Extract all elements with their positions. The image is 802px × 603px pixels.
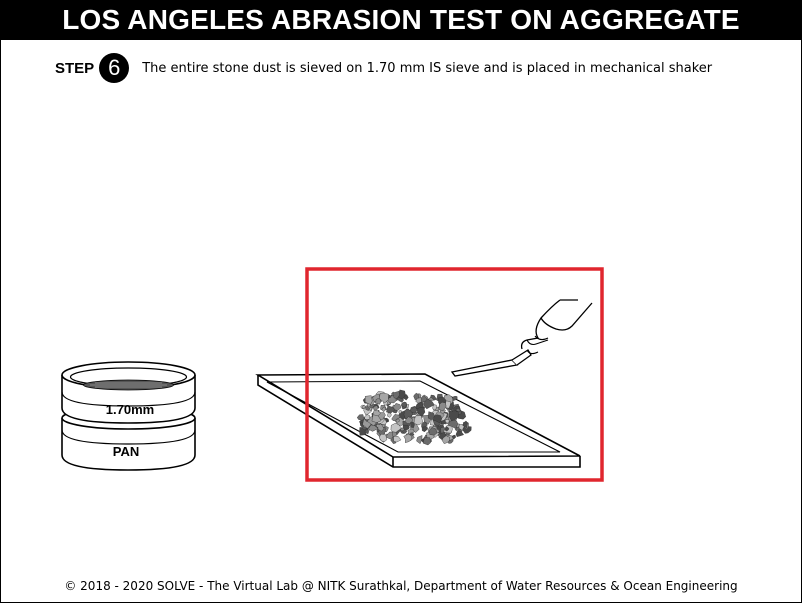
aggregate-particle (428, 427, 438, 436)
title-bar: LOS ANGELES ABRASION TEST ON AGGREGATE (0, 0, 802, 40)
aggregate-particle (386, 405, 396, 414)
aggregate-particle (409, 406, 417, 414)
aggregate-particle (448, 410, 459, 422)
aggregate-particle (364, 414, 371, 420)
aggregate-particle (444, 426, 450, 432)
highlight-box (305, 267, 604, 482)
aggregate-particle (410, 432, 415, 436)
sieve-1-70mm[interactable]: 1.70mm (61, 361, 196, 424)
aggregate-particle (392, 390, 400, 399)
aggregate-particle (441, 435, 451, 444)
trowel-with-hand[interactable] (450, 299, 593, 377)
aggregate-particle (462, 420, 468, 429)
aggregate-particle (381, 406, 386, 413)
aggregate-particle (432, 404, 437, 411)
aggregate-particle (395, 418, 401, 423)
step-instruction: The entire stone dust is sieved on 1.70 … (142, 60, 713, 76)
aggregate-particle (378, 392, 389, 404)
aggregate-particle (373, 405, 379, 411)
aggregate-particle (398, 410, 402, 415)
step-number-badge: 6 (99, 53, 130, 83)
aggregate-particle (403, 433, 412, 443)
pan-label: PAN (113, 444, 139, 459)
sieve-and-pan[interactable]: PAN 1.70mm (61, 361, 196, 471)
aggregate-particle (365, 406, 371, 411)
aggregate-particle (452, 395, 458, 402)
sieve-label: 1.70mm (106, 402, 154, 417)
aggregate-particle (375, 398, 381, 405)
aggregate-particle (427, 411, 436, 420)
stone-dust-pile (356, 389, 472, 446)
aggregate-particle (415, 397, 422, 404)
aggregate-particle (393, 435, 402, 443)
page-title: LOS ANGELES ABRASION TEST ON AGGREGATE (62, 4, 740, 35)
aggregate-particle (401, 401, 407, 409)
aggregate-particle (421, 426, 428, 433)
aggregate-particle (367, 424, 379, 432)
aggregate-particle (402, 424, 410, 431)
aggregate-particle (392, 431, 398, 437)
aggregate-particle (369, 404, 374, 409)
aggregate-particle (365, 395, 373, 405)
aggregate-particle (390, 422, 402, 434)
aggregate-particle (393, 403, 402, 411)
footer-copyright: © 2018 - 2020 SOLVE - The Virtual Lab @ … (64, 579, 738, 593)
aggregate-particle (438, 401, 447, 412)
aggregate-particle (455, 407, 461, 412)
aggregate-particle (421, 421, 428, 428)
aggregate-particle (364, 429, 369, 435)
aggregate-particle (362, 404, 367, 410)
aggregate-particle (455, 430, 465, 437)
aggregate-particle (432, 414, 443, 424)
step-label: STEP (55, 59, 95, 77)
aggregate-particle (416, 435, 423, 445)
aggregate-particle (447, 419, 459, 429)
aggregate-particle (371, 414, 382, 423)
aggregate-particle (422, 437, 431, 446)
aggregate-particle (378, 433, 388, 442)
aggregate-particle (404, 416, 413, 424)
aggregate-particle (399, 427, 405, 432)
aggregate-particle (462, 426, 472, 434)
aggregate-particle (356, 414, 365, 421)
step-row: STEP 6 The entire stone dust is sieved o… (55, 53, 712, 83)
aggregate-particle (444, 419, 450, 424)
aggregate-particle (423, 398, 435, 410)
aggregate-particle (416, 406, 426, 417)
aggregate-particle (377, 424, 385, 432)
